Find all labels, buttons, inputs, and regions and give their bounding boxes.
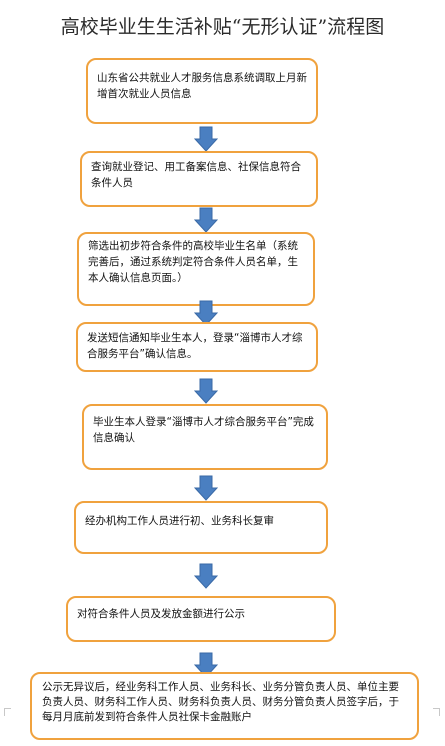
step-2-box: 查询就业登记、用工备案信息、社保信息符合条件人员 bbox=[80, 151, 318, 207]
arrow-down-5 bbox=[194, 475, 218, 501]
arrow-down-6 bbox=[194, 563, 218, 589]
page-corner-left bbox=[4, 708, 11, 716]
arrow-down-2 bbox=[194, 207, 218, 233]
step-4-box: 发送短信通知毕业生本人，登录“淄博市人才综合服务平台”确认信息。 bbox=[76, 322, 318, 372]
arrow-down-4 bbox=[194, 378, 218, 404]
step-8-box: 公示无异议后，经业务科工作人员、业务科长、业务分管负责人员、单位主要负责人员、财… bbox=[30, 672, 419, 740]
arrow-down-3 bbox=[194, 300, 218, 326]
step-6-text: 经办机构工作人员进行初、业务科长复审 bbox=[85, 515, 274, 527]
step-3-box: 筛选出初步符合条件的高校毕业生名单（系统完善后，通过系统判定符合条件人员名单，生… bbox=[77, 232, 315, 306]
step-1-text: 山东省公共就业人才服务信息系统调取上月新增首次就业人员信息 bbox=[97, 72, 307, 100]
step-5-text: 毕业生本人登录“淄博市人才综合服务平台”完成信息确认 bbox=[93, 416, 314, 444]
arrow-down-7 bbox=[194, 652, 218, 678]
step-6-box: 经办机构工作人员进行初、业务科长复审 bbox=[74, 501, 328, 554]
page-corner-right bbox=[433, 708, 440, 716]
step-2-text: 查询就业登记、用工备案信息、社保信息符合条件人员 bbox=[91, 161, 301, 189]
step-1-box: 山东省公共就业人才服务信息系统调取上月新增首次就业人员信息 bbox=[86, 58, 318, 124]
step-3-text: 筛选出初步符合条件的高校毕业生名单（系统完善后，通过系统判定符合条件人员名单，生… bbox=[88, 240, 298, 284]
step-5-box: 毕业生本人登录“淄博市人才综合服务平台”完成信息确认 bbox=[82, 404, 328, 470]
page-title: 高校毕业生生活补贴“无形认证”流程图 bbox=[60, 16, 385, 38]
step-8-text: 公示无异议后，经业务科工作人员、业务科长、业务分管负责人员、单位主要负责人员、财… bbox=[42, 681, 399, 723]
step-7-text: 对符合条件人员及发放金额进行公示 bbox=[77, 608, 245, 620]
arrow-down-1 bbox=[194, 126, 218, 152]
step-7-box: 对符合条件人员及发放金额进行公示 bbox=[66, 596, 336, 642]
step-4-text: 发送短信通知毕业生本人，登录“淄博市人才综合服务平台”确认信息。 bbox=[87, 332, 303, 360]
